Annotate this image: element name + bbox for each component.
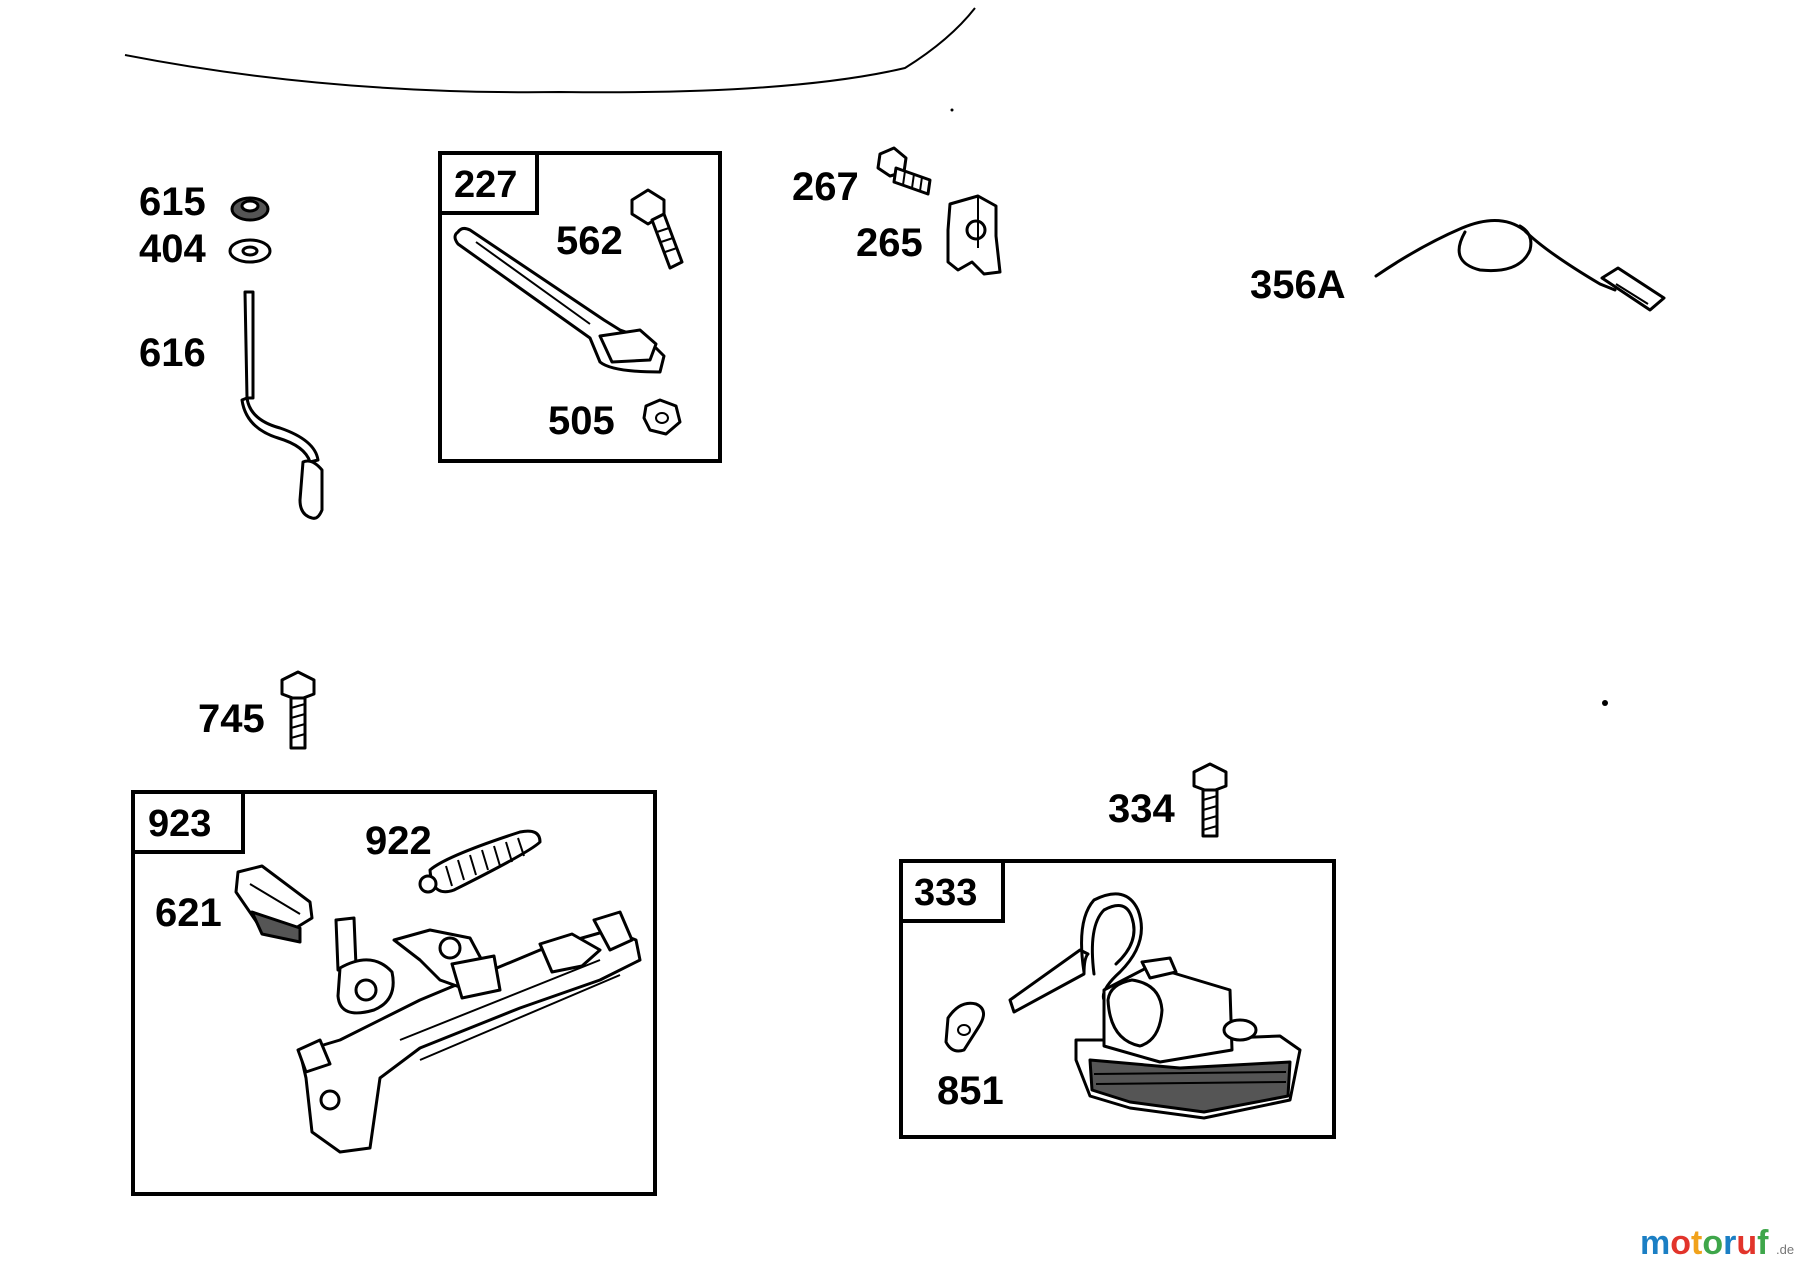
ground-wire-356a-icon xyxy=(1374,218,1666,312)
box-label-333: 333 xyxy=(914,872,977,914)
governor-control-bracket-icon xyxy=(296,910,642,1154)
callout-267: 267 xyxy=(792,165,859,209)
screw-267-icon xyxy=(876,146,932,196)
watermark-logo: motoruf .de xyxy=(1640,1224,1794,1262)
page-edge-curve xyxy=(124,7,976,94)
nut-615-icon xyxy=(230,196,270,222)
wm-letter-3: t xyxy=(1691,1224,1702,1262)
wm-letter-2: o xyxy=(1670,1224,1691,1262)
bolt-334-icon xyxy=(1192,762,1228,838)
bolt-745-icon xyxy=(280,670,316,750)
clip-621-icon xyxy=(234,864,314,944)
callout-562: 562 xyxy=(556,219,623,263)
governor-shaft-616-icon xyxy=(240,290,324,520)
callout-404: 404 xyxy=(139,227,206,271)
callout-621: 621 xyxy=(155,891,222,935)
callout-745: 745 xyxy=(198,697,265,741)
callout-265: 265 xyxy=(856,221,923,265)
spark-plug-terminal-851-icon xyxy=(944,1001,985,1053)
wm-letter-7: f xyxy=(1757,1224,1769,1262)
callout-356a: 356A xyxy=(1250,263,1346,307)
nut-505-icon xyxy=(642,398,682,436)
wm-letter-6: u xyxy=(1736,1224,1757,1262)
wm-suffix: .de xyxy=(1776,1242,1794,1257)
svg-text:motoruf: motoruf xyxy=(1640,1224,1769,1262)
callout-334: 334 xyxy=(1108,787,1175,831)
governor-lever-icon xyxy=(453,226,666,374)
callout-851: 851 xyxy=(937,1069,1004,1113)
box-333: 333 851 xyxy=(899,859,1336,1139)
bracket-265-icon xyxy=(946,194,1002,276)
callout-922: 922 xyxy=(365,819,432,863)
washer-404-icon xyxy=(228,238,272,264)
wm-letter-1: m xyxy=(1640,1224,1670,1262)
box-label-923: 923 xyxy=(148,803,211,845)
callout-616: 616 xyxy=(139,331,206,375)
box-label-227: 227 xyxy=(454,164,517,206)
scan-dot xyxy=(950,108,954,112)
scan-dot xyxy=(1602,700,1608,706)
box-923: 923 922 621 xyxy=(131,790,657,1196)
ignition-armature-icon xyxy=(1008,892,1302,1120)
spring-922-icon xyxy=(418,829,542,894)
wm-letter-4: o xyxy=(1702,1224,1723,1262)
bolt-562-icon xyxy=(630,188,684,270)
callout-615: 615 xyxy=(139,180,206,224)
wm-letter-5: r xyxy=(1723,1224,1736,1262)
box-227: 227 562 505 xyxy=(438,151,722,463)
callout-505: 505 xyxy=(548,399,615,443)
